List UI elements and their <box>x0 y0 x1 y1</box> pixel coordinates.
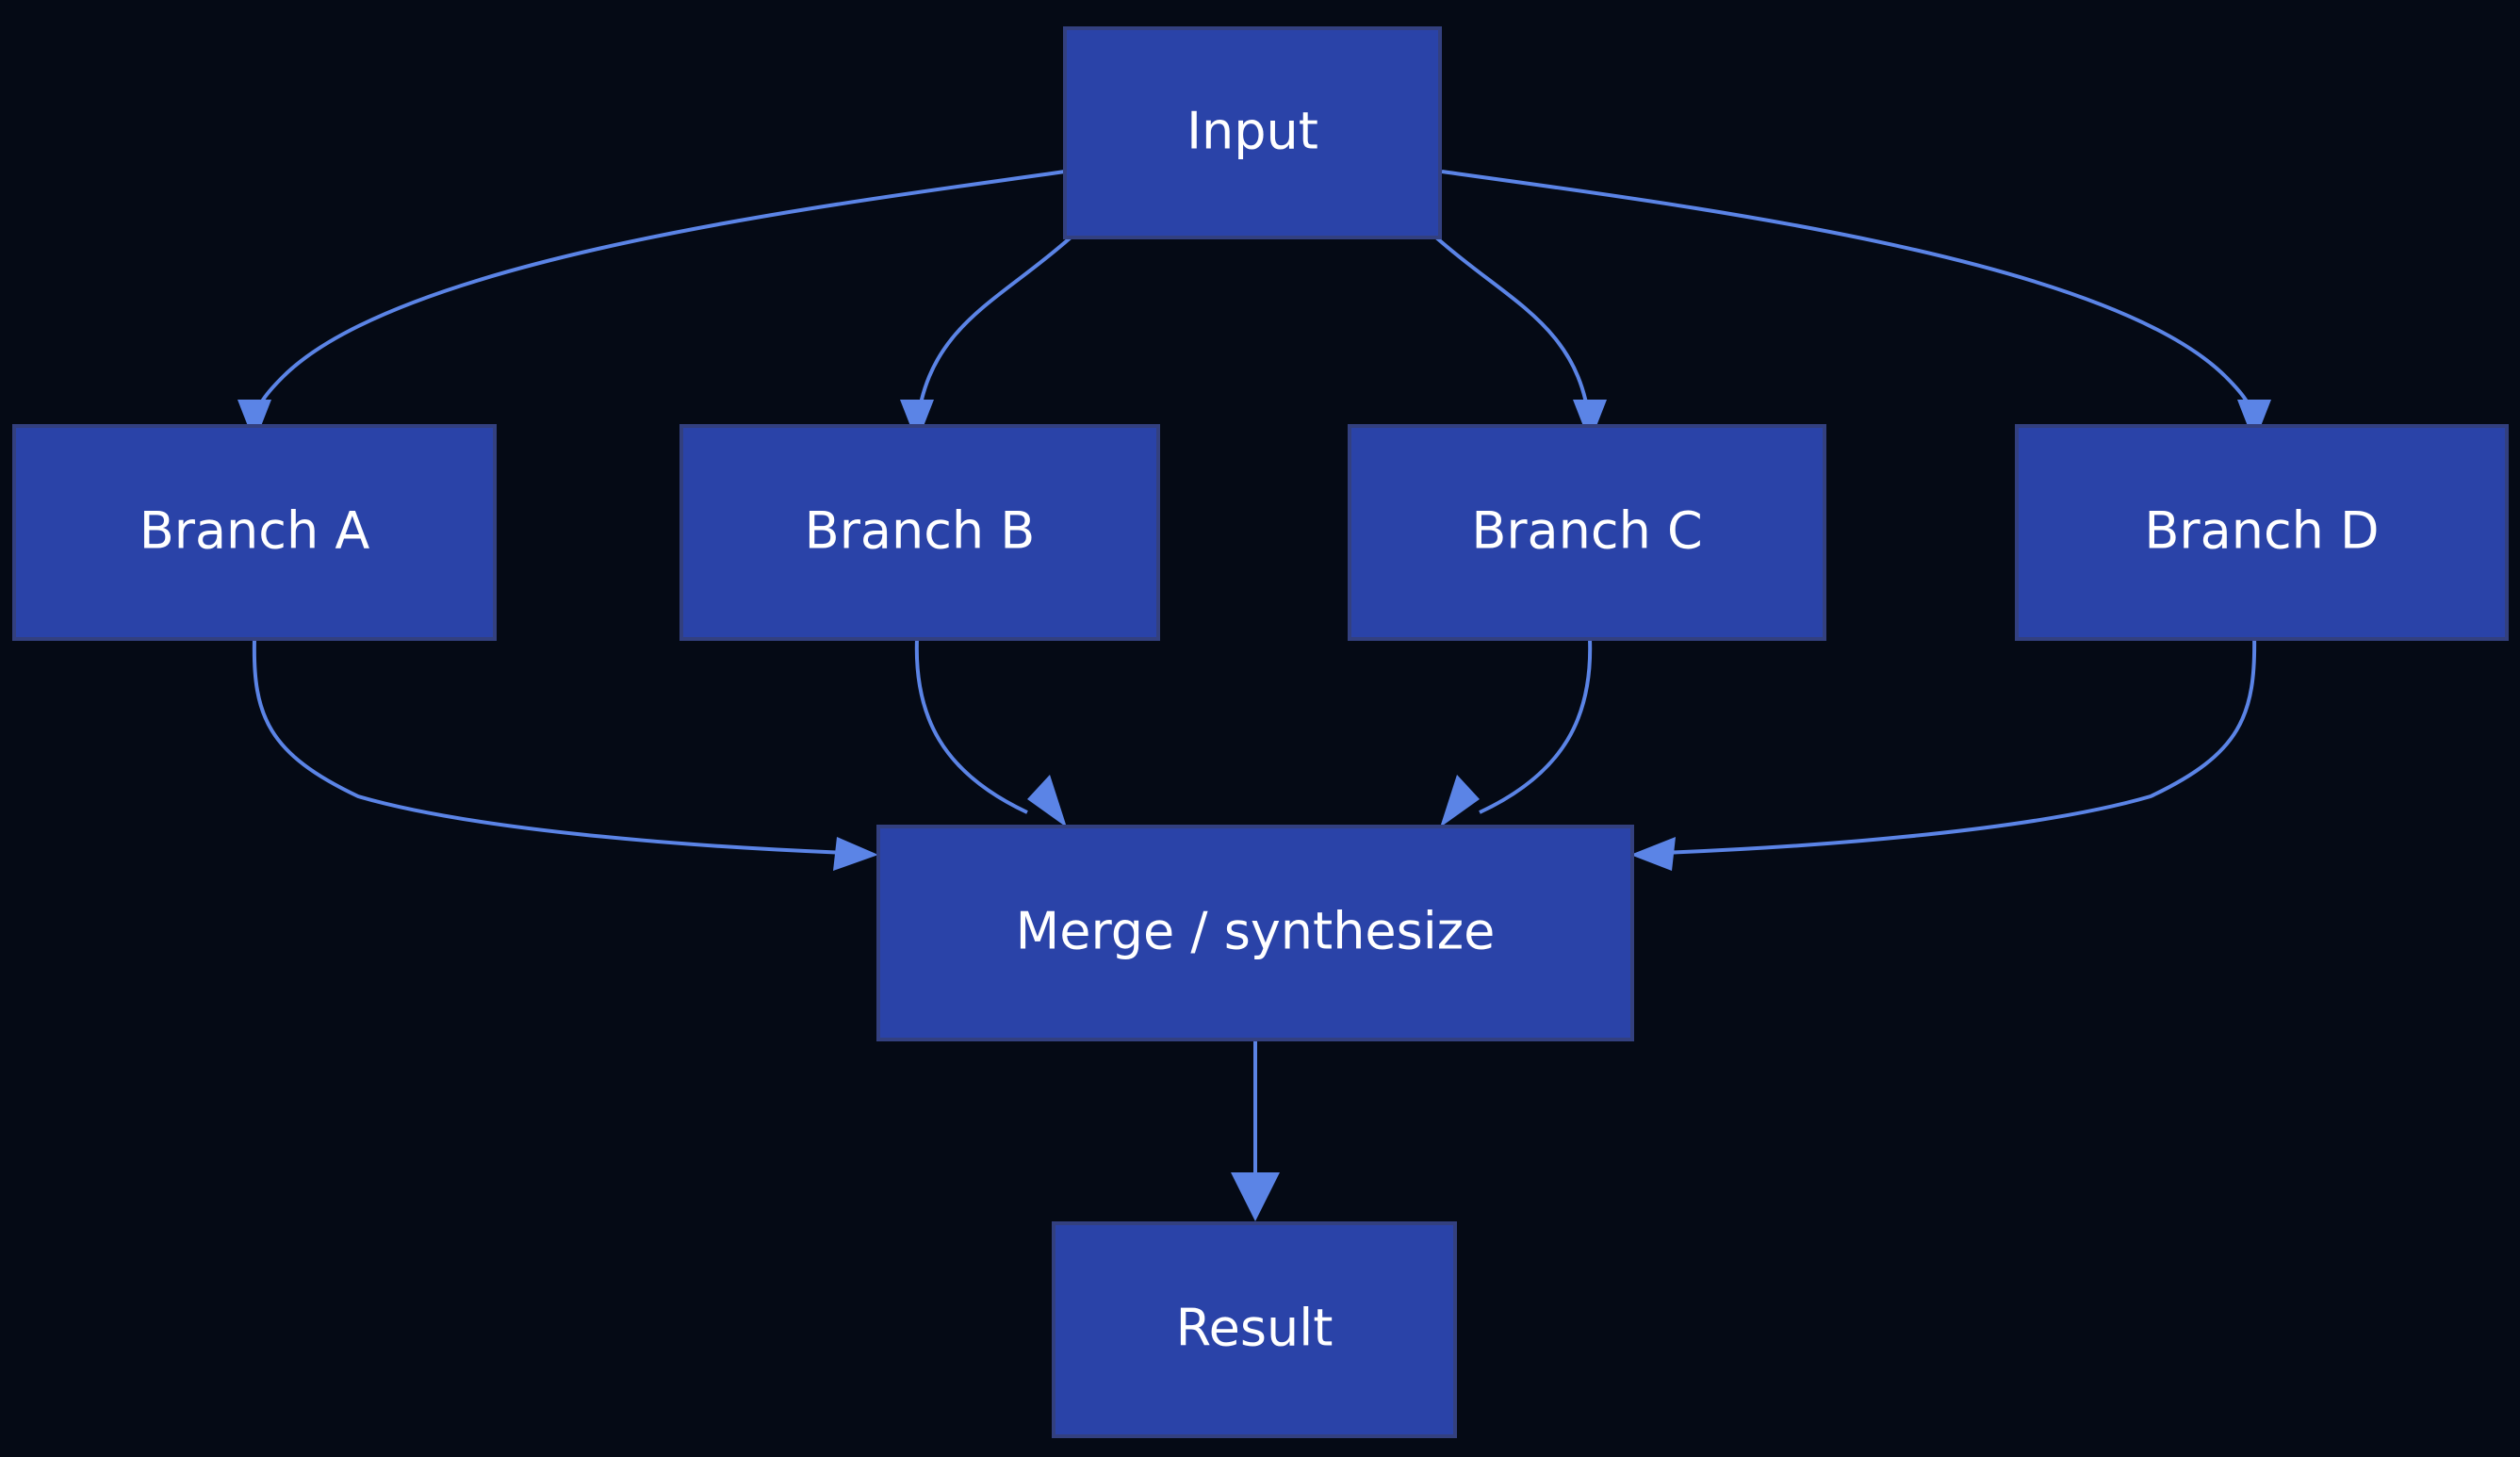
edge-path-input-branch-c <box>1434 236 1592 427</box>
node-branch-a[interactable]: Branch A <box>12 424 497 641</box>
edge-input-to-branch-c <box>1434 236 1607 443</box>
edge-path-branch-d-merge <box>1660 632 2257 855</box>
edge-branch-d-to-merge <box>1630 632 2257 871</box>
arrowhead-branch-d <box>2237 400 2271 443</box>
edge-path-input-branch-d <box>1441 170 2256 427</box>
node-result[interactable]: Result <box>1052 1221 1457 1438</box>
node-input-rect[interactable] <box>1063 26 1442 239</box>
edge-input-to-branch-a <box>237 170 1066 443</box>
edge-path-branch-b-merge <box>914 638 1028 814</box>
node-branch-b[interactable]: Branch B <box>679 424 1160 641</box>
arrowhead-merge-right <box>1630 837 1676 871</box>
arrowhead-merge-top-right <box>1440 775 1480 827</box>
node-input[interactable]: Input <box>1063 26 1442 239</box>
edge-path-input-branch-b <box>915 236 1072 427</box>
node-branch-a-rect[interactable] <box>12 424 497 641</box>
arrowhead-merge-left <box>833 837 878 871</box>
arrowhead-branch-b <box>900 400 934 443</box>
node-branch-d[interactable]: Branch D <box>2015 424 2509 641</box>
edge-input-to-branch-b <box>900 236 1072 443</box>
node-merge[interactable]: Merge / synthesize <box>876 825 1634 1041</box>
edge-branch-a-to-merge <box>252 638 878 871</box>
edge-branch-b-to-merge <box>914 638 1067 827</box>
edge-merge-to-result <box>1231 1040 1280 1221</box>
node-branch-d-rect[interactable] <box>2015 424 2509 641</box>
edge-branch-c-to-merge <box>1440 638 1593 827</box>
node-result-rect[interactable] <box>1052 1221 1457 1438</box>
edge-path-input-branch-a <box>253 170 1066 427</box>
arrowhead-merge-top-left <box>1027 775 1067 827</box>
arrowhead-result <box>1231 1172 1280 1221</box>
arrowhead-branch-a <box>237 400 271 443</box>
node-branch-b-rect[interactable] <box>679 424 1160 641</box>
node-branch-c[interactable]: Branch C <box>1348 424 1826 641</box>
node-branch-c-rect[interactable] <box>1348 424 1826 641</box>
edge-input-to-branch-d <box>1441 170 2271 443</box>
arrowhead-branch-c <box>1573 400 1607 443</box>
edge-path-branch-a-merge <box>252 638 849 855</box>
edge-path-branch-c-merge <box>1479 638 1593 814</box>
node-merge-rect[interactable] <box>876 825 1634 1041</box>
